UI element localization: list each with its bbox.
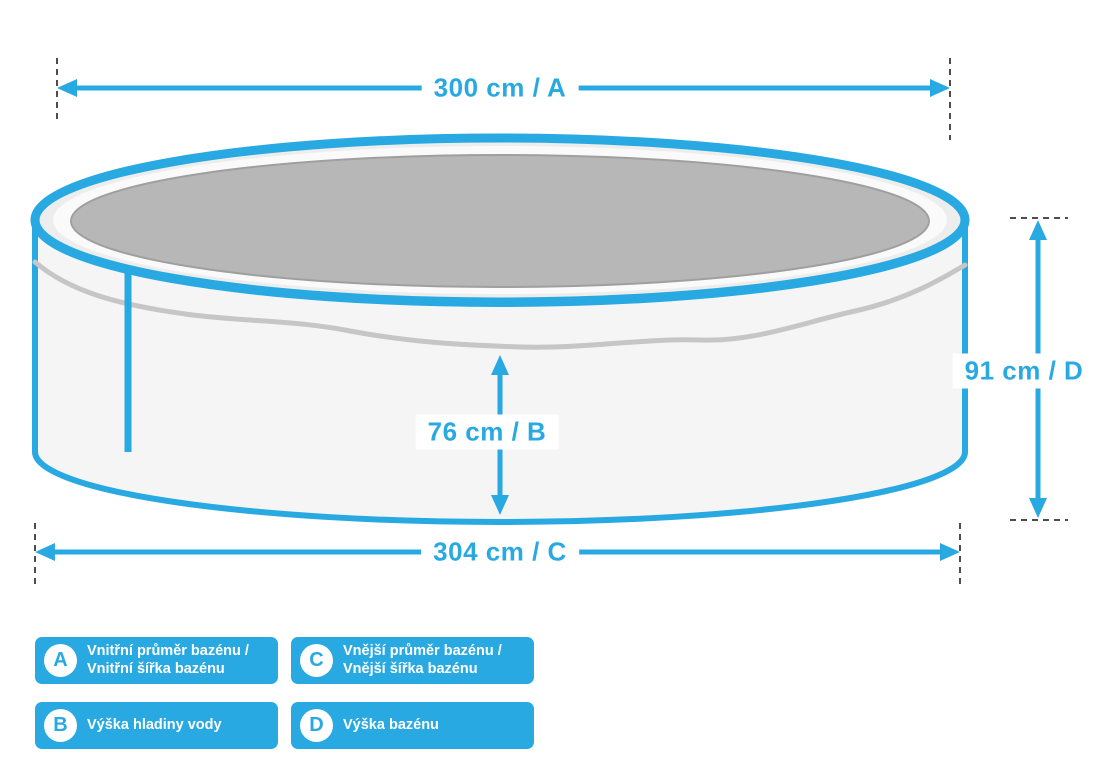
legend-key-badge: A bbox=[44, 644, 77, 677]
legend-item-b: B Výška hladiny vody bbox=[35, 702, 278, 749]
legend-item-d: D Výška bazénu bbox=[291, 702, 534, 749]
legend-label-line: Výška hladiny vody bbox=[87, 716, 222, 733]
dim-label-pool-height: 91 cm / D bbox=[952, 353, 1096, 389]
legend-key-badge: B bbox=[44, 709, 77, 742]
water-surface bbox=[70, 154, 930, 288]
liner-wave-line bbox=[32, 259, 968, 350]
dim-label-water-level: 76 cm / B bbox=[415, 414, 559, 450]
legend-label: Vnitřní průměr bazénu / Vnitřní šířka ba… bbox=[87, 643, 249, 678]
legend-label: Vnější průměr bazénu / Vnější šířka bazé… bbox=[343, 643, 502, 678]
legend-label-line: Vnitřní průměr bazénu / bbox=[87, 643, 249, 660]
dim-label-outer-diameter: 304 cm / C bbox=[421, 534, 579, 570]
legend-item-c: C Vnější průměr bazénu / Vnější šířka ba… bbox=[291, 637, 534, 684]
dim-label-inner-diameter: 300 cm / A bbox=[421, 70, 579, 106]
legend-label-line: Výška bazénu bbox=[343, 716, 439, 733]
legend-key-badge: C bbox=[300, 644, 333, 677]
legend-key-badge: D bbox=[300, 709, 333, 742]
legend-label-line: Vnější průměr bazénu / bbox=[343, 643, 502, 660]
legend-label-line: Vnější šířka bazénu bbox=[343, 660, 478, 677]
legend-label-line: Vnitřní šířka bazénu bbox=[87, 660, 225, 677]
extension-lines bbox=[34, 58, 1068, 585]
legend-label: Výška bazénu bbox=[343, 717, 439, 734]
legend-item-a: A Vnitřní průměr bazénu / Vnitřní šířka … bbox=[35, 637, 278, 684]
legend-label: Výška hladiny vody bbox=[87, 717, 222, 734]
